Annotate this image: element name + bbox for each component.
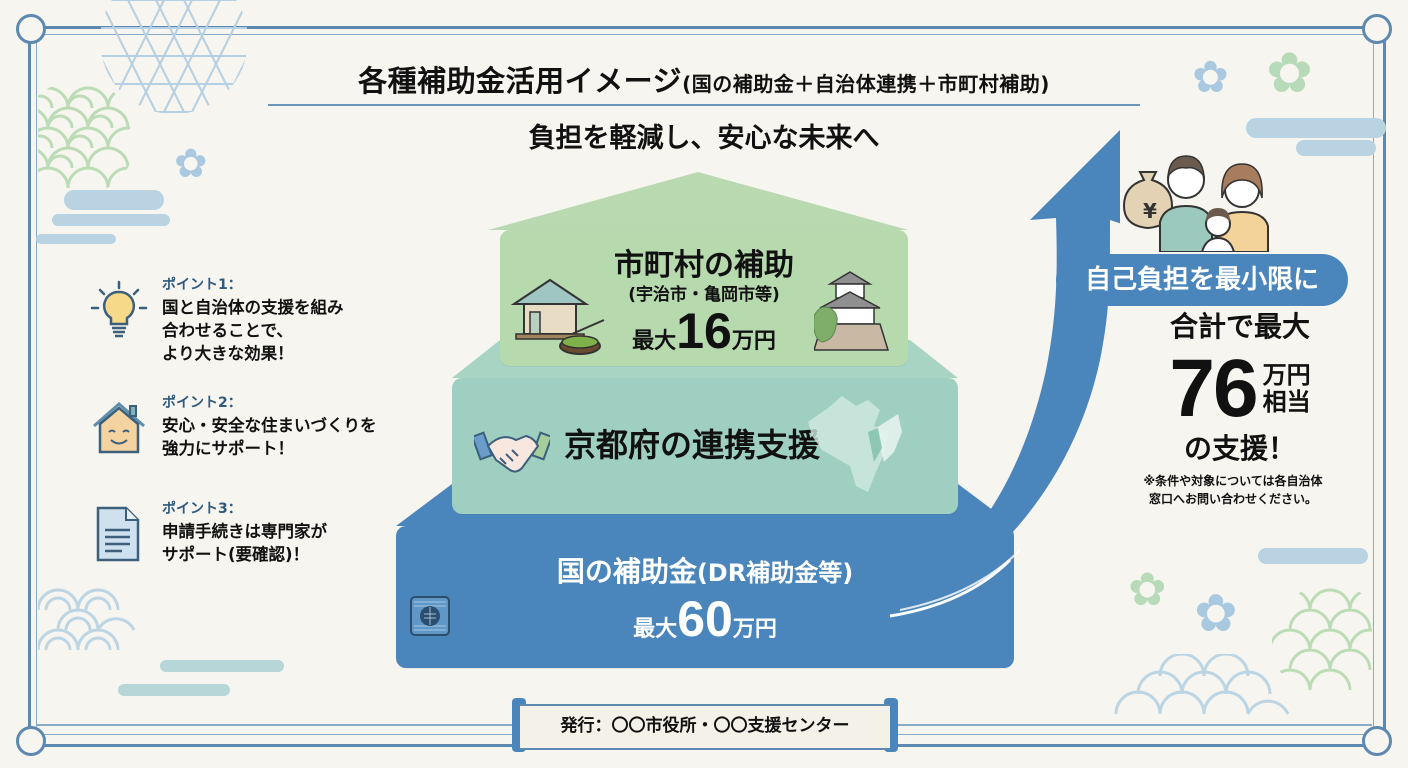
footer-line	[888, 724, 1372, 726]
smiling-house-icon	[93, 402, 145, 454]
cloud-decoration	[36, 234, 116, 244]
page-subtitle: 負担を軽減し、安心な未来へ	[528, 123, 880, 154]
tier-municipal: 市町村の補助 (宇治市・亀岡市等) 最大16万円	[500, 230, 908, 366]
point-label: ポイント1：	[162, 277, 242, 293]
title-divider	[268, 104, 1140, 106]
minimize-burden-badge: 自己負担を最小限に	[1056, 254, 1348, 306]
castle-map-icon	[814, 271, 890, 351]
point-text: 安心・安全な住まいづくりを 強力にサポート！	[162, 416, 377, 458]
total-line-1: 合計で最大	[1169, 310, 1310, 343]
municipal-title: 市町村の補助	[614, 248, 794, 283]
lightbulb-icon	[90, 280, 148, 338]
total-amount-value: 76	[1169, 343, 1258, 434]
point-1: ポイント1： 国と自治体の支援を組み 合わせることで、 より大きな効果！	[90, 274, 420, 374]
national-amount-value: 60	[677, 591, 733, 647]
total-support: 合計で最大 76 万円相当 の支援！	[1140, 310, 1340, 466]
title-sub: (国の補助金＋自治体連携＋市町村補助)	[682, 72, 1050, 96]
point-3: ポイント3： 申請手続きは専門家が サポート(要確認)！	[90, 498, 420, 578]
sakura-icon: ✿	[1194, 584, 1238, 644]
frame-corner	[16, 14, 46, 44]
total-unit-1: 万円	[1262, 361, 1311, 389]
municipal-subtitle: (宇治市・亀岡市等)	[628, 285, 780, 305]
point-label: ポイント2：	[162, 395, 242, 411]
total-line-3: の支援！	[1183, 432, 1296, 465]
tier-prefecture: 京都府の連携支援	[452, 378, 958, 514]
national-amount: 最大60万円	[633, 591, 777, 647]
total-unit-2: 相当	[1262, 388, 1311, 416]
sakura-icon: ✿	[1266, 41, 1313, 106]
national-title-paren: (DR補助金等)	[696, 559, 854, 587]
point-label: ポイント3：	[162, 501, 242, 517]
point-text: 申請手続きは専門家が サポート(要確認)！	[162, 522, 327, 564]
government-seal-icon	[410, 596, 450, 636]
cloud-decoration	[52, 214, 170, 226]
frame-corner	[1362, 726, 1392, 756]
upward-arrow-icon	[889, 130, 1120, 618]
cloud-decoration	[1246, 118, 1386, 138]
point-2: ポイント2： 安心・安全な住まいづくりを 強力にサポート！	[90, 392, 420, 472]
cloud-decoration	[1296, 140, 1376, 156]
document-icon	[96, 506, 140, 562]
title-main: 各種補助金活用イメージ	[358, 64, 683, 98]
teahouse-matcha-icon	[510, 278, 605, 355]
sakura-icon: ✿	[1128, 562, 1167, 616]
family-illustration: ¥	[1122, 155, 1269, 252]
page-title: 各種補助金活用イメージ(国の補助金＋自治体連携＋市町村補助)	[268, 58, 1140, 100]
cloud-decoration	[64, 190, 164, 210]
municipal-amount: 最大16万円	[632, 303, 776, 359]
kyoto-map-icon	[808, 396, 902, 492]
disclaimer-note: ※条件や対象については各自治体 窓口へお問い合わせください。	[1143, 474, 1323, 506]
publisher-scroll: 発行：〇〇市役所・〇〇支援センター	[520, 704, 890, 750]
pyramid-roof	[488, 172, 908, 230]
cloud-decoration	[1258, 548, 1368, 564]
prefecture-title: 京都府の連携支援	[564, 426, 821, 464]
footer-line	[36, 724, 522, 726]
handshake-icon	[474, 431, 550, 473]
cloud-decoration	[160, 660, 284, 672]
yen-symbol: ¥	[1143, 199, 1157, 223]
point-text: 国と自治体の支援を組み 合わせることで、 より大きな効果！	[162, 298, 344, 363]
frame-corner	[16, 726, 46, 756]
sakura-icon: ✿	[1192, 52, 1229, 103]
frame-corner	[1362, 14, 1392, 44]
national-title: 国の補助金(DR補助金等)	[556, 555, 854, 588]
cloud-decoration	[118, 684, 230, 696]
sakura-icon: ✿	[174, 141, 208, 187]
municipal-amount-value: 16	[676, 303, 732, 359]
